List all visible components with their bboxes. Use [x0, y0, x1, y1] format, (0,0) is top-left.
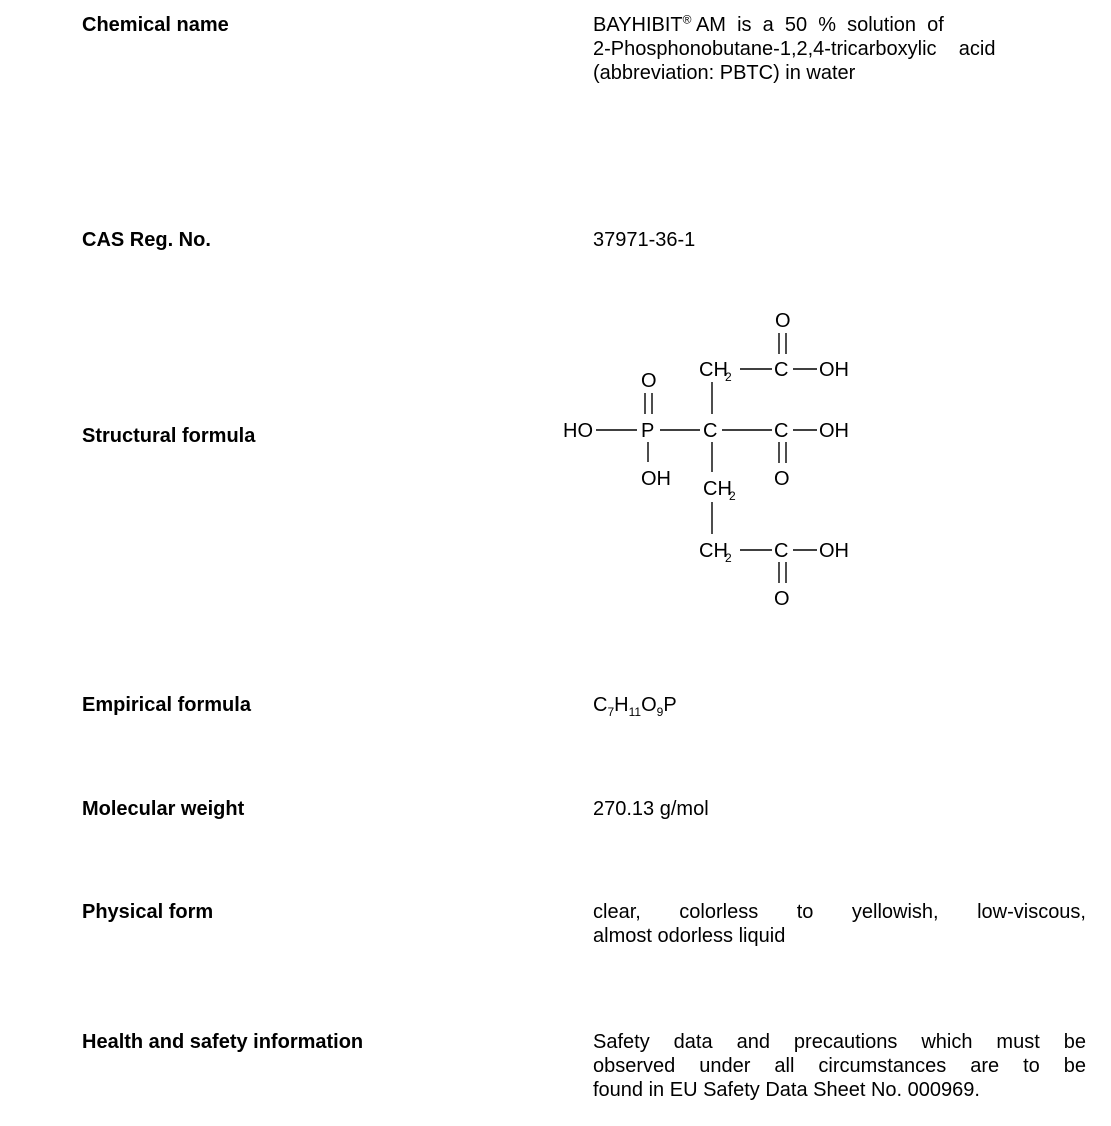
atom-ch-row3: CH [703, 478, 732, 500]
formula-element-c: C [593, 694, 608, 716]
cas-label: CAS Reg. No. [82, 229, 211, 251]
sub-2-row3: 2 [729, 489, 736, 503]
molecular-weight-label: Molecular weight [82, 798, 245, 820]
atom-oh-phosphonic: OH [641, 468, 671, 490]
molecular-weight-value: 270.13 g/mol [593, 798, 709, 820]
atom-o-phosphonic: O [641, 370, 657, 392]
chemical-name-line-1-rest: AM is a 50 % solution of [691, 14, 944, 36]
sub-2-row1: 2 [725, 370, 732, 384]
health-safety-line-1: Safety data and precautions which must b… [593, 1031, 1086, 1053]
atom-ch-row4: CH [699, 540, 728, 562]
atom-oh-row4: OH [819, 540, 849, 562]
sub-2-row4: 2 [725, 551, 732, 565]
health-safety-line-2: observed under all circumstances are to … [593, 1055, 1086, 1077]
product-name: BAYHIBIT [593, 14, 683, 36]
health-safety-value: Safety data and precautions which must b… [593, 1030, 1086, 1102]
chemical-name-line-2: 2-Phosphonobutane-1,2,4-tricarboxylic ac… [593, 38, 996, 60]
formula-element-o: O [641, 694, 657, 716]
empirical-formula-value: C7H11O9P [593, 693, 1086, 719]
physical-form-line-1: clear, colorless to yellowish, low-visco… [593, 901, 1086, 923]
atom-o-bottom: O [774, 588, 790, 610]
atom-c-row2: C [774, 420, 788, 442]
physical-form-line-2: almost odorless liquid [593, 925, 786, 947]
registered-trademark: ® [682, 12, 692, 27]
empirical-formula-label: Empirical formula [82, 694, 251, 716]
structural-formula-label: Structural formula [82, 425, 256, 447]
atom-oh-row2: OH [819, 420, 849, 442]
structural-formula-diagram: O CH 2 C OH O HO P C C OH OH CH 2 O CH 2… [563, 310, 849, 610]
formula-element-p: P [663, 694, 677, 716]
formula-count-o: 9 [656, 705, 664, 719]
atom-c-central: C [703, 420, 717, 442]
health-safety-line-3: found in EU Safety Data Sheet No. 000969… [593, 1079, 980, 1101]
formula-count-c: 7 [607, 705, 615, 719]
physical-form-label: Physical form [82, 901, 214, 923]
atom-c-row4: C [774, 540, 788, 562]
formula-count-h: 11 [628, 705, 642, 719]
health-safety-label: Health and safety information [82, 1031, 364, 1053]
cas-value: 37971-36-1 [593, 229, 696, 251]
atom-ch-row1: CH [699, 359, 728, 381]
formula-element-h: H [614, 694, 629, 716]
chemical-name-label: Chemical name [82, 14, 229, 36]
atom-c-row1: C [774, 359, 788, 381]
atom-oh-row1: OH [819, 359, 849, 381]
chemical-name-line-1: BAYHIBIT® AM is a 50 % solution of [593, 13, 1086, 37]
atom-ho: HO [563, 420, 593, 442]
atom-p: P [641, 420, 654, 442]
physical-form-value: clear, colorless to yellowish, low-visco… [593, 900, 1086, 948]
atom-o-row2: O [774, 468, 790, 490]
atom-o-top: O [775, 310, 791, 332]
chemical-name-line-3: (abbreviation: PBTC) in water [593, 62, 856, 84]
chemical-name-value: BAYHIBIT® AM is a 50 % solution of 2-Pho… [593, 13, 1086, 85]
